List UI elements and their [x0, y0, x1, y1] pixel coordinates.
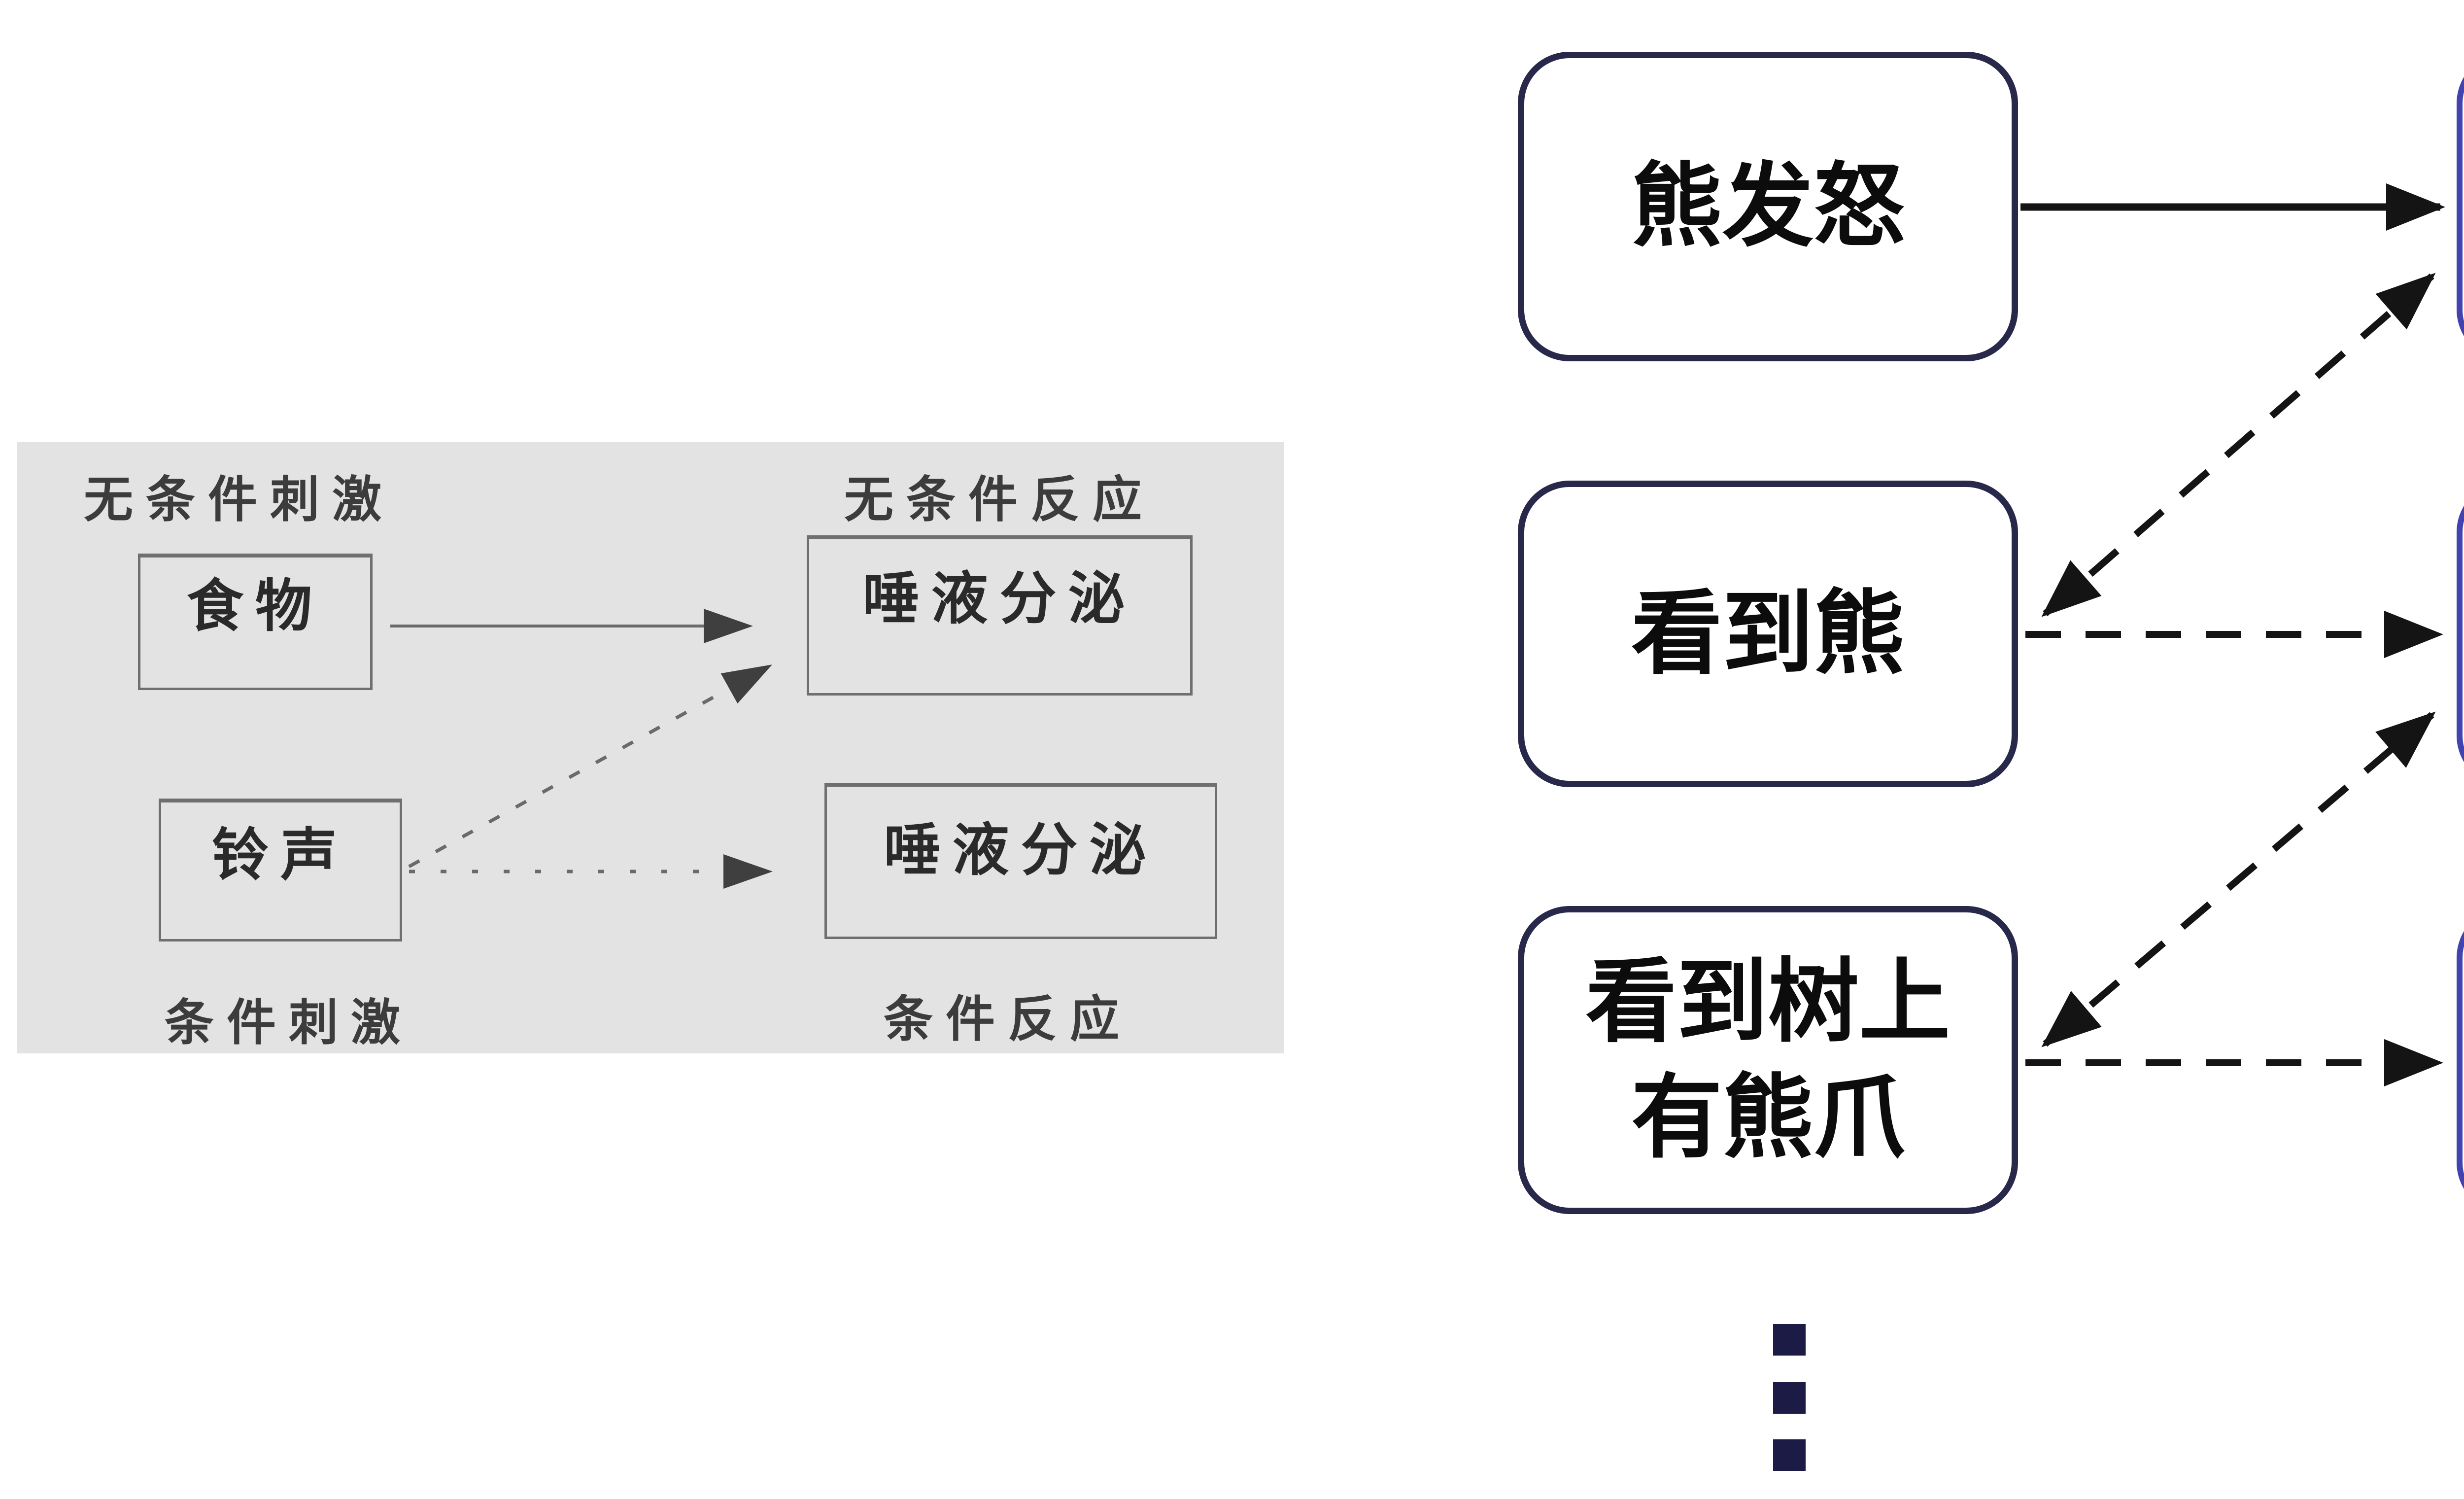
box-see-claw-line2: 有熊爪 [1631, 1067, 1905, 1169]
label-conditioned-stimulus: 条件刺激 [165, 995, 413, 1050]
box-food-label: 食物 [186, 575, 324, 638]
box-value-state: V(s) [2457, 906, 2464, 1214]
arrow-bell-to-unconditioned-salivation [408, 664, 772, 869]
box-reward: 奖励 [2457, 52, 2464, 361]
arrow-see-claw-value-next-diagonal [2041, 711, 2436, 1047]
ellipsis-dot [1773, 1324, 1806, 1356]
ellipsis-dot [1773, 1439, 1806, 1471]
box-see-bear-label: 看到熊 [1631, 583, 1905, 685]
label-conditioned-response: 条件反应 [884, 992, 1132, 1047]
box-see-bear: 看到熊 [1518, 481, 2018, 787]
pavlov-panel [17, 442, 1284, 1053]
box-bell: 铃声 [159, 799, 402, 941]
box-bear-rage: 熊发怒 [1518, 52, 2018, 361]
arrow-see-bear-reward-diagonal [2041, 273, 2436, 617]
ellipsis-dot [1773, 1382, 1806, 1414]
box-see-claw: 看到树上 有熊爪 [1518, 906, 2018, 1214]
box-salivation-conditioned-label: 唾液分泌 [884, 819, 1158, 882]
box-salivation-unconditioned-label: 唾液分泌 [862, 567, 1137, 630]
box-see-claw-line1: 看到树上 [1585, 951, 1951, 1053]
box-food: 食物 [138, 554, 373, 690]
box-bear-rage-label: 熊发怒 [1631, 155, 1905, 257]
box-value-next-state: V(s′) [2457, 481, 2464, 787]
box-salivation-unconditioned: 唾液分泌 [807, 535, 1193, 696]
box-bell-label: 铃声 [211, 824, 349, 887]
label-unconditioned-stimulus: 无条件刺激 [84, 472, 394, 527]
box-salivation-conditioned: 唾液分泌 [824, 783, 1217, 939]
label-unconditioned-response: 无条件反应 [844, 472, 1155, 527]
